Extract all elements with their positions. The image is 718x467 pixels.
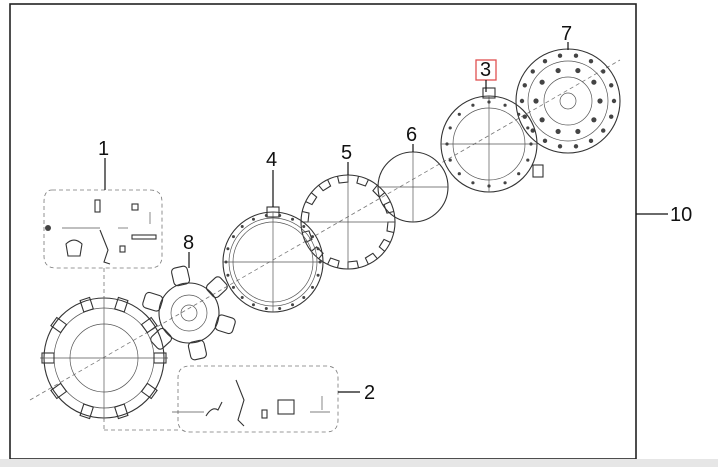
callout-8: 8 — [183, 232, 194, 254]
part-6-ring — [377, 151, 449, 223]
pressure-plate-assembly — [40, 296, 168, 420]
part-3-plate — [440, 87, 544, 193]
part-1-small-parts-kit — [43, 189, 163, 269]
callout-5: 5 — [341, 142, 352, 164]
callout-1: 1 — [98, 138, 109, 160]
part-7-disc — [515, 48, 621, 154]
callout-2: 2 — [364, 382, 375, 404]
part-4-friction-disc — [222, 206, 324, 313]
callout-4: 4 — [266, 149, 277, 171]
callout-3: 3 — [480, 59, 491, 81]
callout-6: 6 — [406, 124, 417, 146]
assembly-axis — [29, 59, 621, 401]
callout-7: 7 — [561, 23, 572, 45]
part-5-toothed-ring — [300, 174, 396, 270]
part-8-hub-disc — [142, 265, 236, 361]
callout-10: 10 — [670, 204, 692, 226]
part-2-small-parts-kit — [172, 365, 339, 433]
bottom-strip — [0, 459, 718, 467]
